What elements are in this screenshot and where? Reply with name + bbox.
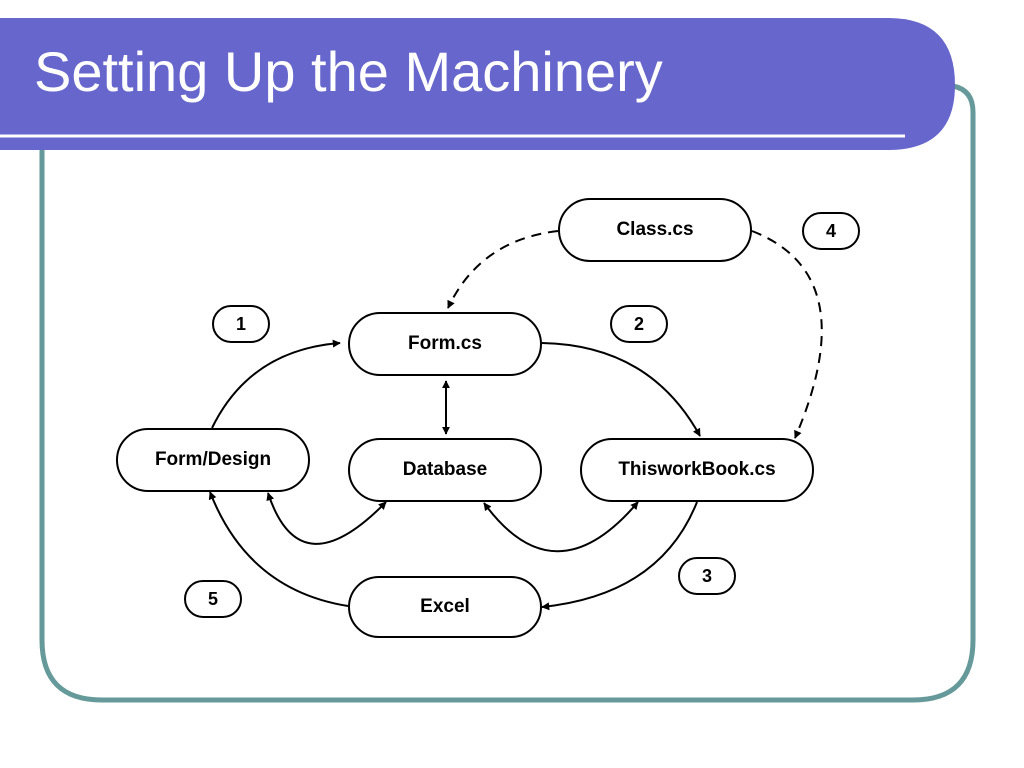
step-badge-4: 4: [802, 212, 860, 250]
arrow-thisworkbook-to-excel: [541, 501, 698, 611]
arrow-form-to-thisworkbook: [541, 342, 701, 437]
title-band: [0, 18, 955, 150]
step-badge-2: 2: [610, 305, 668, 343]
content-border: [39, 83, 976, 703]
node-database: Database: [348, 438, 542, 502]
arrow-class-to-thisworkbook: [751, 230, 823, 439]
step-badge-5: 5: [184, 580, 242, 618]
arrow-formdesign-to-form: [211, 339, 341, 429]
arrow-formdesign-database: [266, 492, 387, 545]
arrow-class-to-form: [447, 230, 559, 309]
arrow-excel-to-formdesign: [208, 491, 349, 607]
arrow-database-thisworkbook: [483, 501, 639, 553]
node-excel: Excel: [348, 576, 542, 638]
node-class-cs: Class.cs: [558, 198, 752, 262]
node-form-design: Form/Design: [116, 428, 310, 492]
slide-title: Setting Up the Machinery: [34, 40, 663, 103]
node-form-cs: Form.cs: [348, 312, 542, 376]
node-thisworkbook-cs: ThisworkBook.cs: [580, 438, 814, 502]
step-badge-3: 3: [678, 557, 736, 595]
step-badge-1: 1: [212, 305, 270, 343]
